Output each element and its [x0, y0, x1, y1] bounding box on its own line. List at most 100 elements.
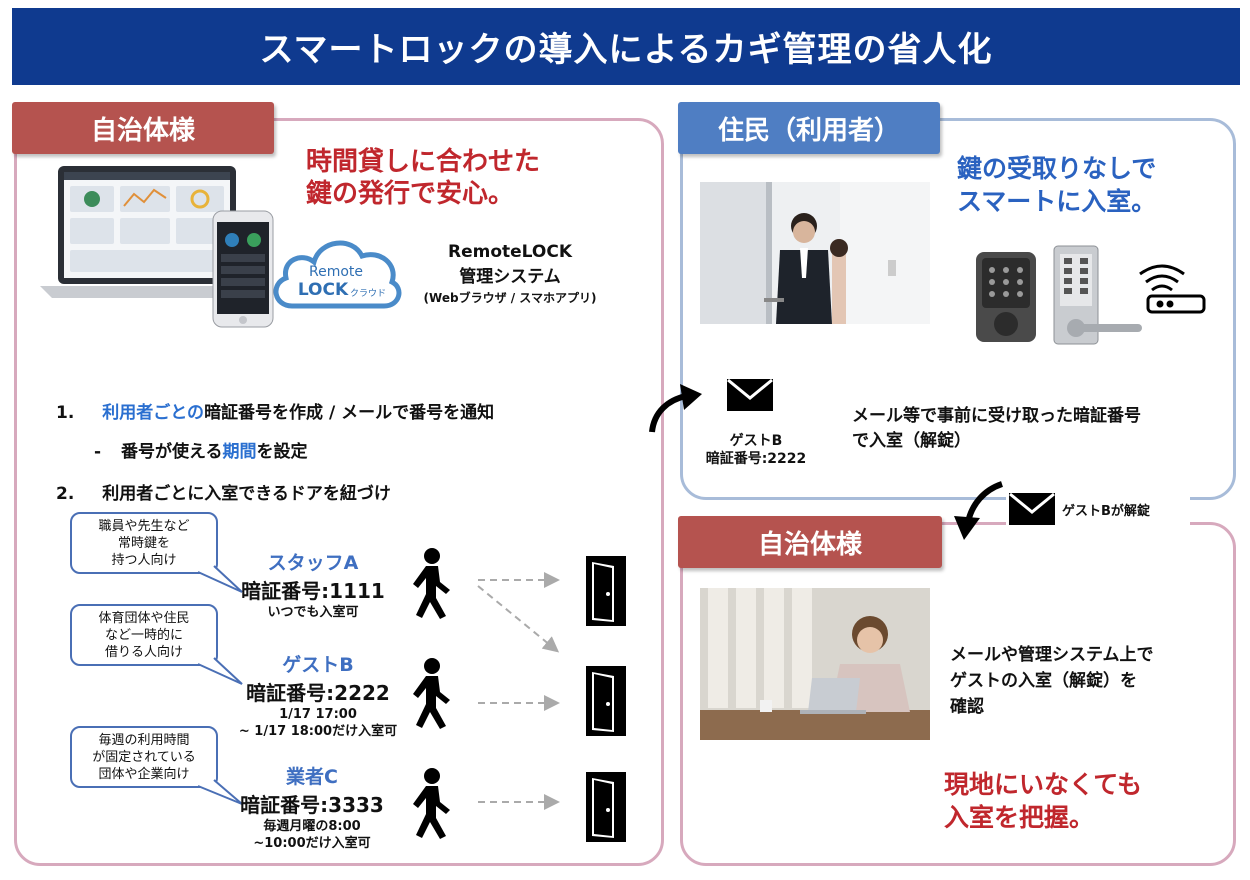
photo-woman-laptop	[700, 588, 930, 740]
headline-line: 鍵の受取りなしで	[957, 154, 1157, 183]
smartphone-icon	[212, 210, 274, 328]
curved-arrow-up-icon	[649, 384, 702, 433]
wifi-router-icon	[1139, 264, 1206, 314]
user-note: 毎週月曜の8:00	[263, 819, 361, 834]
mail-icon	[1009, 492, 1055, 525]
product-note: (Webブラウザ / スマホアプリ)	[423, 291, 597, 305]
left-panel	[14, 118, 664, 866]
speech-bubble-staff: 職員や先生など 常時鍵を 持つ人向け	[70, 512, 218, 574]
desc-line: で入室（解錠）	[852, 431, 971, 451]
bubble-line: 体育団体や住民	[98, 611, 190, 626]
list-text: 利用者ごとに入室できるドアを紐づけ	[102, 484, 391, 504]
access-flow-diagram	[413, 548, 626, 842]
bubble-tails	[197, 565, 243, 805]
bubble-line: 借りる人向け	[104, 645, 183, 660]
desc-line: ゲストの入室（解錠）を	[950, 671, 1137, 691]
walking-person-icon	[413, 658, 450, 729]
mail-guest-label: ゲストB	[729, 433, 783, 449]
staff-description: メールや管理システム上で ゲストの入室（解錠）を 確認	[950, 642, 1154, 720]
list-number: 2.	[56, 484, 75, 504]
product-system: 管理システム	[459, 267, 561, 287]
keypad-deadbolt-icon	[976, 252, 1036, 342]
cloud-icon	[273, 240, 402, 309]
smart-lock-devices	[976, 245, 1206, 345]
list-text: 暗証番号を作成 / メールで番号を通知	[204, 403, 495, 423]
headline-line: 時間貸しに合わせた	[306, 147, 541, 177]
list-subitem: - 番号が使える期間を設定	[94, 437, 307, 462]
tab-municipality-left: 自治体様	[12, 102, 274, 154]
user-name: ゲストB	[282, 654, 354, 676]
right-top-panel	[680, 118, 1236, 500]
resident-entering-photo	[700, 182, 930, 324]
user-pin: 暗証番号:1111	[241, 579, 385, 603]
desc-line: 確認	[950, 697, 984, 717]
mail-icon	[727, 378, 773, 411]
headline-line: 鍵の発行で安心。	[306, 179, 515, 209]
user-vendor-c: 業者C 暗証番号:3333 毎週月曜の8:00 ~10:00だけ入室可	[222, 762, 402, 852]
walking-person-icon	[413, 548, 450, 619]
list-dash: -	[94, 442, 102, 462]
user-note: ~10:00だけ入室可	[253, 836, 371, 851]
user-note: いつでも入室可	[267, 605, 359, 620]
logo-line2: LOCK	[297, 280, 349, 300]
list-highlight: 期間	[222, 442, 257, 462]
photo-man-door	[700, 182, 930, 324]
staff-laptop-photo	[700, 588, 930, 740]
bubble-line: 毎週の利用時間	[98, 733, 190, 748]
left-headline: 時間貸しに合わせた 鍵の発行で安心。	[306, 146, 540, 210]
bubble-line: 常時鍵を	[117, 536, 170, 551]
door-icon	[586, 556, 626, 626]
bubble-line: 職員や先生など	[98, 519, 190, 534]
laptop-icon	[40, 166, 252, 298]
mail-guest-pin: 暗証番号:2222	[705, 451, 807, 467]
door-icon	[586, 666, 626, 736]
product-name: RemoteLOCK	[448, 242, 572, 262]
user-name: スタッフA	[267, 552, 359, 574]
user-guest-b: ゲストB 暗証番号:2222 1/17 17:00 ~ 1/17 18:00だけ…	[218, 650, 418, 740]
speech-bubble-guest: 体育団体や住民 など一時的に 借りる人向け	[70, 604, 218, 666]
user-note: ~ 1/17 18:00だけ入室可	[238, 724, 398, 739]
user-note: 1/17 17:00	[279, 707, 357, 722]
product-info: RemoteLOCK 管理システム (Webブラウザ / スマホアプリ)	[416, 242, 604, 306]
bubble-line: が固定されている	[92, 750, 196, 765]
tab-label: 自治体様	[90, 115, 195, 146]
smartphone-illustration	[212, 210, 274, 328]
door-icon	[586, 772, 626, 842]
logo-sub: クラウド	[350, 289, 387, 299]
list-item-1: 1. 利用者ごとの暗証番号を作成 / メールで番号を通知	[56, 398, 494, 423]
desc-line: メール等で事前に受け取った暗証番号	[852, 406, 1141, 426]
resident-description: メール等で事前に受け取った暗証番号 で入室（解錠）	[852, 404, 1141, 454]
laptop-illustration	[40, 162, 252, 302]
tab-resident: 住民（利用者）	[678, 102, 940, 154]
list-text: を設定	[256, 442, 308, 462]
list-highlight: 利用者ごとの	[102, 403, 205, 423]
staff-headline: 現地にいなくても 入室を把握。	[944, 768, 1142, 834]
tab-municipality-right: 自治体様	[678, 516, 942, 568]
bubble-line: 持つ人向け	[111, 553, 177, 568]
user-pin: 暗証番号:2222	[246, 681, 390, 705]
tab-label: 自治体様	[757, 529, 862, 560]
headline-line: 現地にいなくても	[944, 770, 1143, 799]
page-title-banner: スマートロックの導入によるカギ管理の省人化	[12, 8, 1240, 85]
logo-line1: Remote	[308, 264, 364, 280]
curved-arrow-down-icon	[954, 481, 1004, 540]
tab-label: 住民（利用者）	[717, 115, 900, 146]
page-title: スマートロックの導入によるカギ管理の省人化	[259, 30, 993, 70]
headline-line: 入室を把握。	[944, 803, 1095, 832]
headline-line: スマートに入室。	[957, 187, 1157, 216]
mail-guest-info: ゲストB 暗証番号:2222	[686, 432, 826, 468]
list-text: 番号が使える	[120, 442, 223, 462]
walking-person-icon	[413, 768, 450, 839]
user-staff-a: スタッフA 暗証番号:1111 いつでも入室可	[226, 548, 400, 621]
desc-line: メールや管理システム上で	[950, 645, 1154, 665]
bubble-line: など一時的に	[104, 628, 183, 643]
list-item-2: 2. 利用者ごとに入室できるドアを紐づけ	[56, 479, 391, 504]
user-pin: 暗証番号:3333	[240, 793, 384, 817]
user-name: 業者C	[286, 766, 338, 788]
resident-headline: 鍵の受取りなしで スマートに入室。	[957, 152, 1156, 218]
keypad-lever-lock-icon	[1053, 245, 1142, 345]
bubble-line: 団体や企業向け	[98, 767, 190, 782]
unlock-notice-label: ゲストBが解錠	[1062, 504, 1150, 519]
list-number: 1.	[56, 403, 75, 423]
unlock-notice: ゲストBが解錠	[1006, 484, 1190, 534]
